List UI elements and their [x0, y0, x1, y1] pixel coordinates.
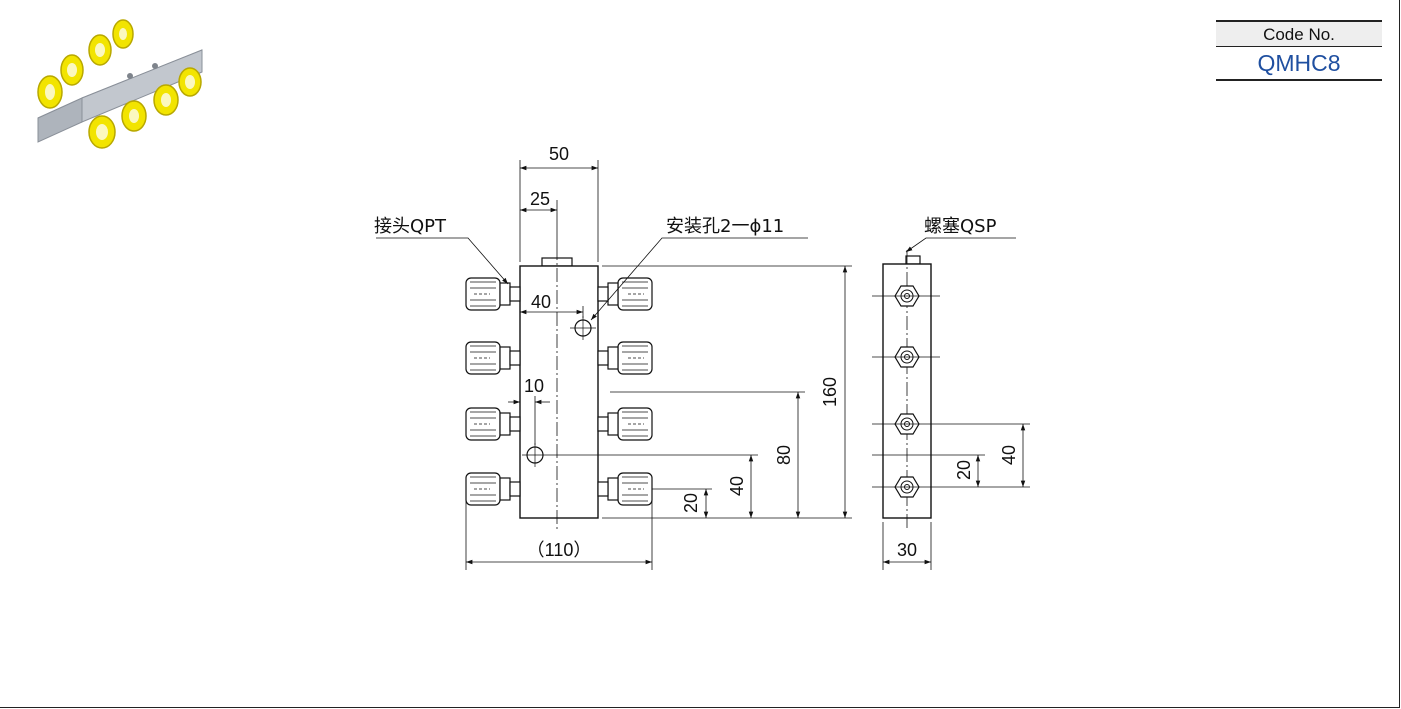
side-top-boss: [905, 255, 921, 265]
code-number-block: Code No. QMHC8: [1216, 20, 1382, 81]
side-view: [882, 250, 932, 530]
manifold-block-photo-icon: [37, 19, 203, 149]
dim-hole-offset-10: 10: [524, 376, 544, 396]
dim-hole-offset-40: 40: [531, 292, 551, 312]
fitting-left-4: [465, 472, 521, 506]
fitting-left-3: [465, 407, 521, 441]
code-value: QMHC8: [1216, 47, 1382, 81]
front-dimension-lines: [376, 160, 852, 570]
dim-side-20: 20: [954, 460, 974, 480]
front-view: [465, 246, 653, 530]
manifold-body: [519, 265, 599, 519]
callout-connector: 接头QPT: [374, 216, 447, 237]
fitting-left-1: [465, 277, 521, 311]
dim-height-160: 160: [820, 377, 840, 407]
dim-height-40: 40: [727, 476, 747, 496]
side-dimension-lines: [872, 237, 1030, 570]
callout-mounting-hole: 安装孔2一ϕ11: [666, 216, 784, 237]
fitting-right-3: [597, 407, 653, 441]
fitting-right-1: [597, 277, 653, 311]
fitting-right-4: [597, 472, 653, 506]
dim-side-40: 40: [999, 445, 1019, 465]
dim-side-width-30: 30: [897, 540, 917, 560]
fitting-right-2: [597, 341, 653, 375]
fitting-left-2: [465, 341, 521, 375]
callout-plug: 螺塞QSP: [924, 216, 997, 237]
code-label: Code No.: [1216, 20, 1382, 47]
dim-height-20: 20: [681, 493, 701, 513]
dim-overall-110: （110）: [527, 540, 592, 560]
dim-width-25: 25: [530, 189, 550, 209]
dim-height-80: 80: [774, 445, 794, 465]
dim-width-50: 50: [549, 144, 569, 164]
